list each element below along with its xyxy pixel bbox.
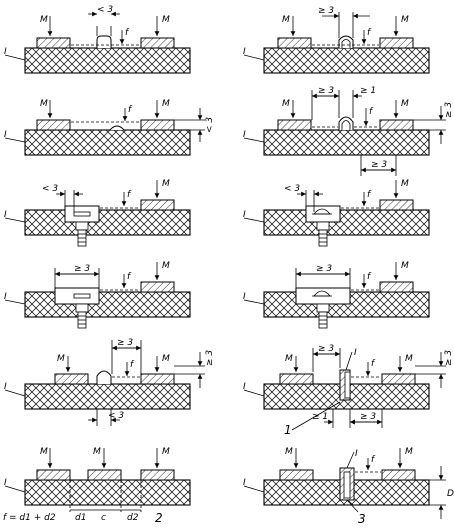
force-label: M [57, 354, 65, 364]
width-label: d1 [75, 513, 86, 523]
clamp-label: f [369, 107, 374, 117]
force-label: M [401, 261, 409, 271]
clamp-label: f [367, 272, 372, 282]
panel-right-6: M M I f D 3 I [243, 447, 454, 526]
force-label: M [282, 15, 290, 25]
gap-label: ≥ 3 [117, 338, 133, 348]
gap-label: < 3 [42, 184, 58, 194]
part-label: I [4, 292, 7, 302]
force-label: M [282, 99, 290, 109]
part-label: I [243, 478, 246, 488]
panel-right-4: ≥ 3 M f I [243, 261, 430, 329]
panel-right-5: M M ≥ 3 I f ≥ 3 ≥ 1 ≥ 3 1 I [243, 344, 454, 437]
clamp-label: f [130, 360, 135, 370]
gap-label: < 3 [284, 184, 300, 194]
panel-left-4: ≥ 3 M f I [4, 261, 191, 329]
clamp-label: f [127, 272, 132, 282]
force-label: M [162, 261, 170, 271]
clamp-label: f [128, 105, 133, 115]
height-label: < 3 [205, 117, 215, 133]
gap-label: ≥ 3 [371, 160, 387, 170]
clamp-label: f [367, 190, 372, 200]
part-label: I [243, 292, 246, 302]
gap-label: ≥ 3 [316, 264, 332, 274]
part-label: I [4, 382, 7, 392]
width-label: d2 [127, 513, 139, 523]
panel-left-5: M M ≥ 3 f ≥ 3 < 3 I [4, 338, 215, 426]
formula-text: f = d1 + d2 [3, 513, 56, 523]
force-label: M [285, 354, 293, 364]
gap-label: ≥ 3 [318, 6, 334, 16]
thickness-label: D [447, 489, 454, 499]
panel-left-2: M M f < 3 I [4, 99, 215, 156]
force-label: M [405, 447, 413, 457]
part-label: I [355, 449, 358, 459]
force-label: M [285, 447, 293, 457]
panel-right-3: < 3 M f I [243, 179, 430, 247]
gap-label: ≥ 3 [360, 412, 376, 422]
clamp-label: f [371, 359, 376, 369]
panel-left-3: < 3 M f I [4, 179, 191, 247]
force-label: M [162, 99, 170, 109]
item-number: 3 [358, 512, 366, 526]
part-label: I [4, 47, 7, 57]
panel-right-2: ≥ 3 ≥ 1 M M f ≥ 3 ≥ 3 I [243, 86, 454, 176]
part-label: I [243, 382, 246, 392]
force-label: M [162, 354, 170, 364]
part-label: I [243, 130, 246, 140]
clamp-label: f [371, 455, 376, 465]
force-label: M [93, 447, 101, 457]
clamp-label: f [127, 190, 132, 200]
panel-left-1: < 3 M M f I [4, 5, 191, 74]
gap-label: < 3 [97, 5, 113, 15]
gap-label: ≥ 3 [74, 264, 90, 274]
item-number: 1 [284, 423, 292, 437]
gap-label: ≥ 1 [360, 86, 376, 96]
clamp-label: f [125, 28, 130, 38]
height-label: ≥ 3 [444, 102, 454, 118]
item-number: 2 [155, 511, 163, 525]
part-label: I [4, 210, 7, 220]
panel-left-6: M M M d1 c d2 2 f = d1 + d2 I [3, 447, 191, 525]
gap-label: < 3 [108, 411, 124, 421]
force-label: M [40, 15, 48, 25]
part-label: I [4, 478, 7, 488]
force-label: M [405, 354, 413, 364]
force-label: M [401, 15, 409, 25]
clamp-label: f [367, 28, 372, 38]
force-label: M [40, 447, 48, 457]
gap-label: ≥ 3 [318, 86, 334, 96]
height-label: ≥ 3 [205, 350, 215, 366]
panel-right-1: ≥ 3 M M f I [243, 6, 430, 74]
part-label: I [354, 348, 357, 358]
part-label: I [243, 47, 246, 57]
force-label: M [162, 447, 170, 457]
force-label: M [40, 99, 48, 109]
part-label: I [243, 210, 246, 220]
part-label: I [4, 130, 7, 140]
force-label: M [401, 99, 409, 109]
width-label: c [101, 513, 106, 523]
height-label: ≥ 3 [444, 350, 454, 366]
force-label: M [401, 179, 409, 189]
gap-label: ≥ 3 [318, 344, 334, 354]
force-label: M [162, 15, 170, 25]
force-label: M [162, 179, 170, 189]
gap-label: ≥ 1 [312, 412, 328, 422]
